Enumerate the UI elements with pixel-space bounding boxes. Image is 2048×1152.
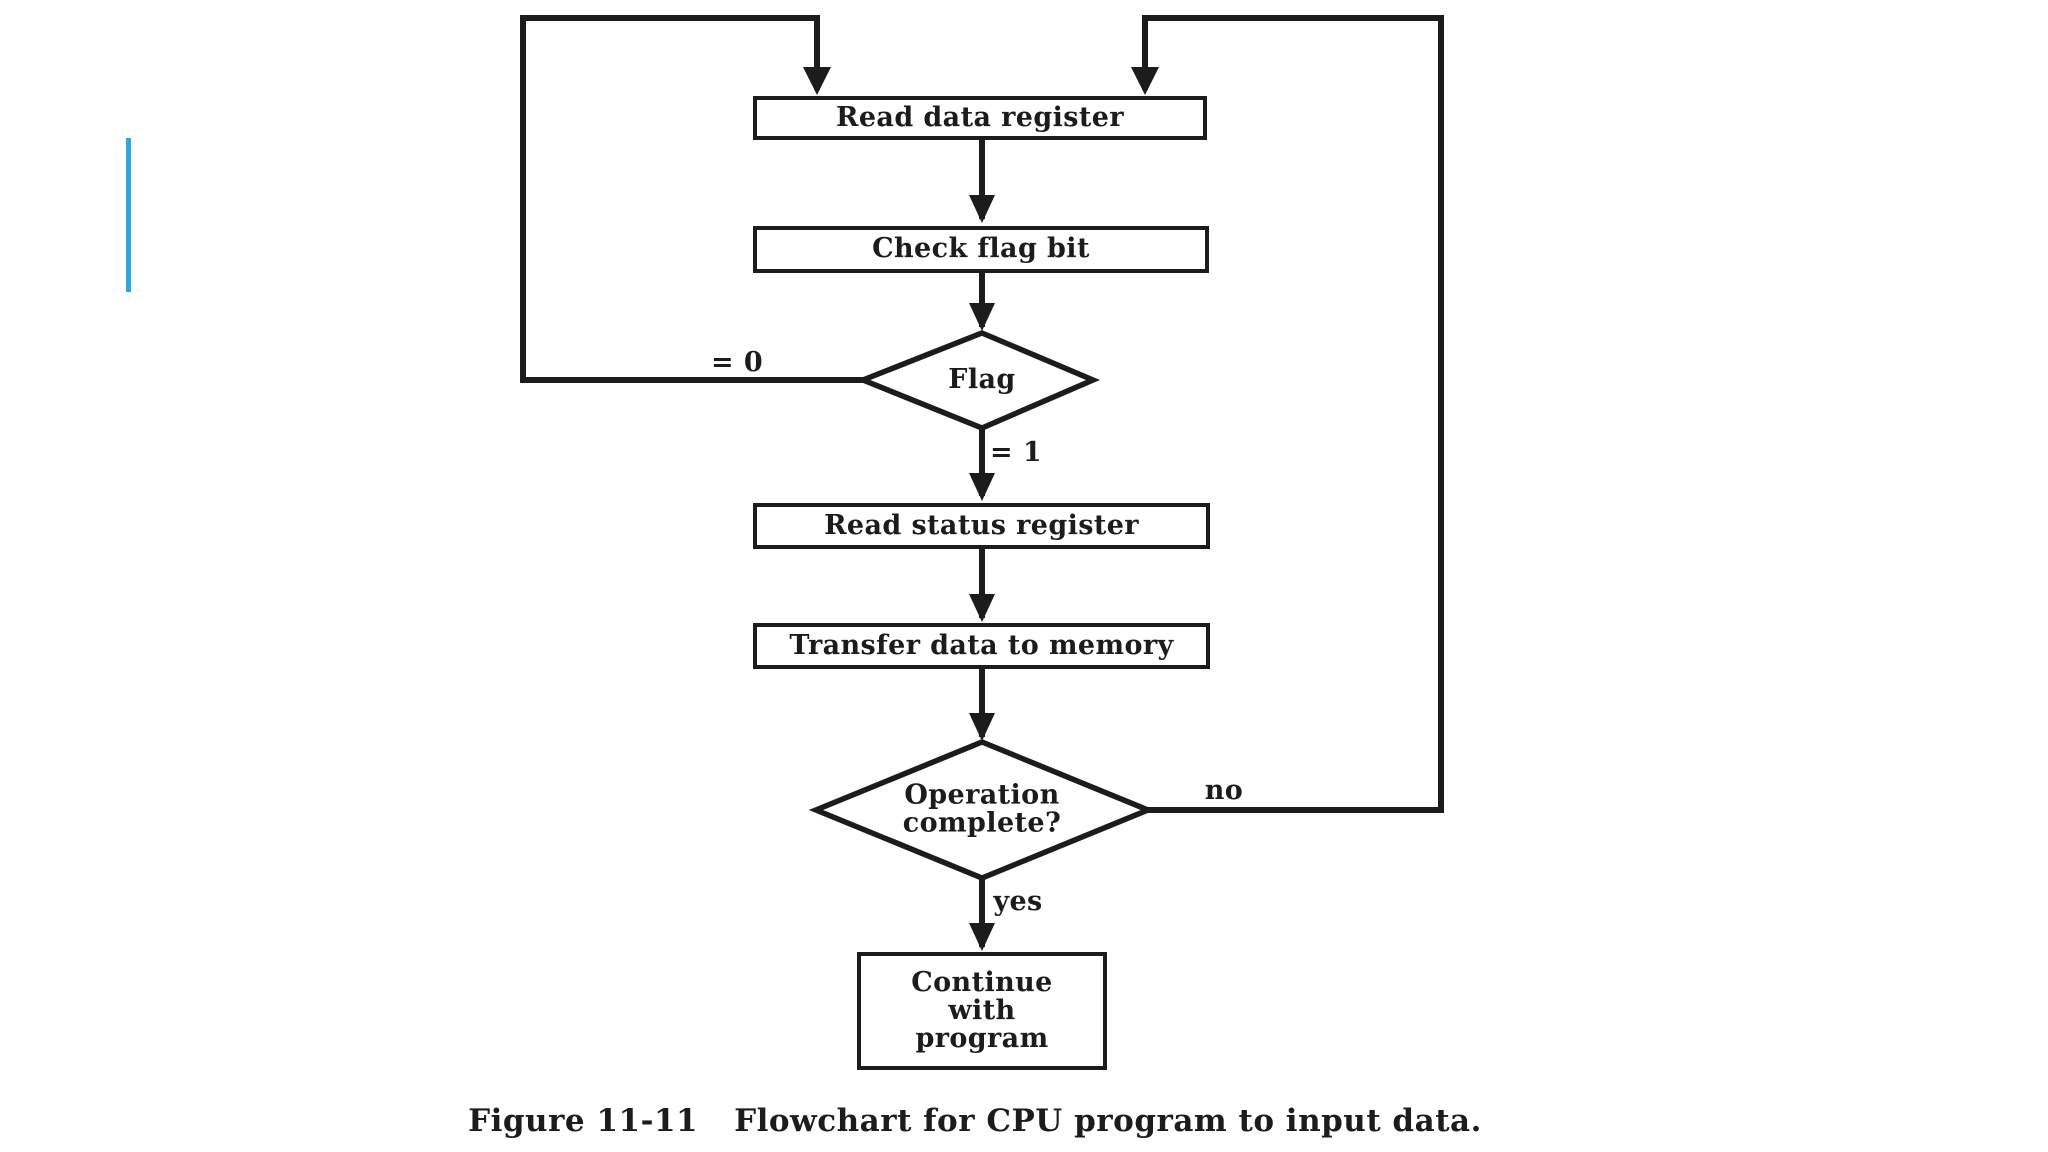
figure-caption-number: Figure 11-11 <box>468 1103 699 1139</box>
arrowhead-into-continue <box>969 923 995 951</box>
arrowhead-into-transfer <box>969 594 995 622</box>
node-label: Read status register <box>824 509 1139 541</box>
node-transfer-data-to-memory: Transfer data to memory <box>753 623 1210 669</box>
node-continue-with-program: Continue with program <box>857 952 1107 1070</box>
node-label: Transfer data to memory <box>789 629 1174 661</box>
node-read-data-register: Read data register <box>753 96 1207 140</box>
node-label-line: complete? <box>902 808 1062 839</box>
node-label: Check flag bit <box>872 233 1090 265</box>
arrowhead-flag-zero-into-read-data <box>803 67 831 95</box>
node-label-flag: Flag <box>948 363 1016 395</box>
edge-flag-zero-loop <box>520 15 863 383</box>
arrowhead-no-into-read-data <box>1131 67 1159 95</box>
figure-caption: Figure 11-11 Flowchart for CPU program t… <box>468 1103 1482 1139</box>
arrowhead-into-read-status <box>969 473 995 501</box>
decision-diamond-operation-complete <box>808 739 1156 881</box>
node-check-flag-bit: Check flag bit <box>753 226 1209 273</box>
arrowhead-into-operation-complete <box>969 713 995 741</box>
edge-label-no: no <box>1204 774 1244 806</box>
node-label: Read data register <box>836 101 1124 133</box>
edge-no-loop <box>1142 15 1444 813</box>
arrowhead-into-flag-decision <box>969 303 995 331</box>
blue-marker-line <box>126 138 131 292</box>
figure-caption-text: Flowchart for CPU program to input data. <box>734 1103 1482 1139</box>
edge-label-flag-zero: = 0 <box>710 346 764 378</box>
node-label-operation-complete: Operation complete? <box>902 779 1062 839</box>
node-label-line: program <box>915 1023 1049 1055</box>
arrowhead-into-check-flag <box>969 195 995 223</box>
edge-label-yes: yes <box>993 885 1043 917</box>
edge-label-flag-one: = 1 <box>989 436 1043 468</box>
node-label-line: with <box>948 994 1016 1026</box>
node-label-line: Operation <box>904 779 1060 811</box>
node-label-line: Continue <box>911 966 1053 998</box>
node-read-status-register: Read status register <box>753 503 1210 549</box>
decision-diamond-flag <box>855 330 1100 431</box>
